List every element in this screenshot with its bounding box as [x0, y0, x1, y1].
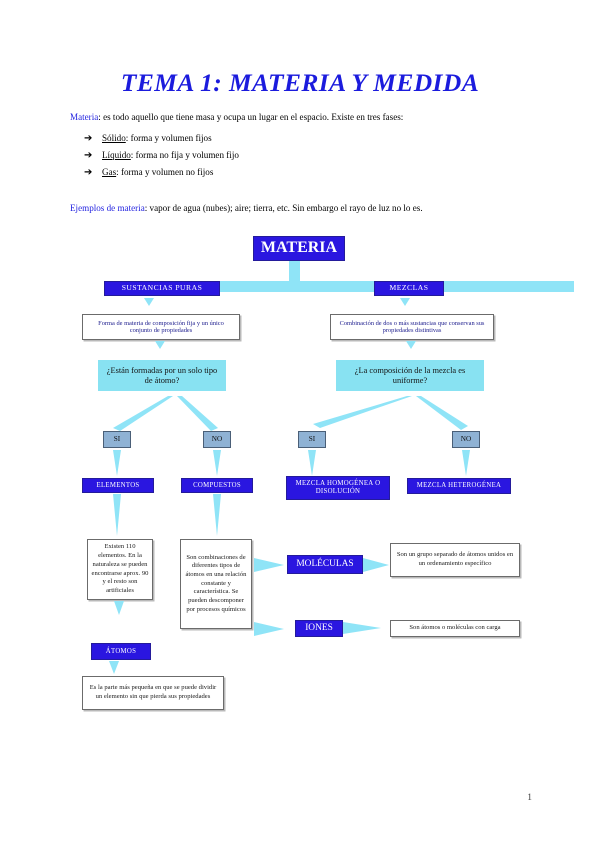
list-item: ➔ Sólido: forma y volumen fijos	[84, 133, 504, 150]
node-desc-sustancias-puras: Forma de materia de composición fija y u…	[82, 314, 240, 340]
examples-text: : vapor de agua (nubes); aire; tierra, e…	[144, 203, 423, 213]
node-moleculas[interactable]: MOLÉCULAS	[287, 555, 363, 574]
arrow-down-icon	[400, 298, 410, 306]
intro-paragraph: Materia: es todo aquello que tiene masa …	[70, 112, 403, 122]
arrow-right-icon	[343, 622, 381, 634]
node-desc-iones: Son átomos o moléculas con carga	[390, 620, 520, 637]
phase-description: : forma y volumen fijos	[125, 133, 212, 143]
node-compuestos[interactable]: COMPUESTOS	[181, 478, 253, 493]
page-number: 1	[527, 793, 532, 803]
node-desc-elementos: Existen 110 elementos. En la naturaleza …	[87, 539, 153, 600]
node-question-sustancias-puras: ¿Están formadas por un solo tipo de átom…	[98, 360, 226, 391]
phase-term: Líquido	[102, 150, 131, 160]
phase-description: : forma y volumen no fijos	[116, 167, 214, 177]
arrow-right-icon: ➔	[84, 133, 93, 144]
arrow-right-icon	[363, 558, 389, 572]
examples-paragraph: Ejemplos de materia: vapor de agua (nube…	[70, 203, 423, 213]
node-no-mezclas[interactable]: NO	[452, 431, 480, 448]
arrow-right-icon: ➔	[84, 150, 93, 161]
arrow-down-icon	[462, 450, 470, 476]
node-mezcla-heterogenea[interactable]: MEZCLA HETEROGÉNEA	[407, 478, 511, 494]
arrow-down-icon	[109, 661, 119, 674]
phase-description: : forma no fija y volumen fijo	[130, 150, 239, 160]
node-si-puras[interactable]: SI	[103, 431, 131, 448]
arrow-down-icon	[213, 494, 221, 536]
node-sustancias-puras[interactable]: SUSTANCIAS PURAS	[104, 281, 220, 296]
node-mezcla-homogenea[interactable]: MEZCLA HOMOGÉNEA O DISOLUCIÓN	[286, 476, 390, 500]
arrow-down-icon	[113, 494, 121, 536]
list-item: ➔ Gas: forma y volumen no fijos	[84, 167, 504, 184]
node-desc-moleculas: Son un grupo separado de átomos unidos e…	[390, 543, 520, 577]
arrow-down-icon	[155, 341, 165, 349]
arrow-down-icon	[113, 450, 121, 476]
node-materia[interactable]: MATERIA	[253, 236, 345, 261]
node-iones[interactable]: IONES	[295, 620, 343, 637]
node-question-mezclas: ¿La composición de la mezcla es uniforme…	[336, 360, 484, 391]
arrow-right-icon	[254, 622, 284, 636]
arrow-right-icon: ➔	[84, 167, 93, 178]
page-title: TEMA 1: MATERIA Y MEDIDA	[120, 68, 480, 97]
node-elementos[interactable]: ELEMENTOS	[82, 478, 154, 493]
arrow-down-icon	[406, 341, 416, 349]
arrow-down-icon	[213, 450, 221, 476]
connector-materia-down	[289, 261, 300, 281]
list-item: ➔ Líquido: forma no fija y volumen fijo	[84, 150, 504, 167]
node-desc-compuestos: Son combinaciones de diferentes tipos de…	[180, 539, 252, 629]
node-mezclas[interactable]: MEZCLAS	[374, 281, 444, 296]
phases-list: ➔ Sólido: forma y volumen fijos ➔ Líquido:…	[84, 133, 504, 184]
node-desc-atomos: Es la parte más pequeña en que se puede …	[82, 676, 224, 710]
examples-keyword: Ejemplos de materia	[70, 203, 145, 213]
node-desc-mezclas: Combinación de dos o más sustancias que …	[330, 314, 494, 340]
node-no-puras[interactable]: NO	[203, 431, 231, 448]
intro-keyword: Materia	[70, 112, 99, 122]
arrow-right-icon	[254, 558, 284, 572]
arrow-down-icon	[144, 298, 154, 306]
phase-term: Gas	[102, 167, 117, 177]
phase-term: Sólido	[102, 133, 126, 143]
arrow-down-icon	[114, 601, 124, 615]
intro-definition: : es todo aquello que tiene masa y ocupa…	[98, 112, 404, 122]
node-si-mezclas[interactable]: SI	[298, 431, 326, 448]
arrow-down-icon	[308, 450, 316, 476]
node-atomos[interactable]: ÁTOMOS	[91, 643, 151, 660]
